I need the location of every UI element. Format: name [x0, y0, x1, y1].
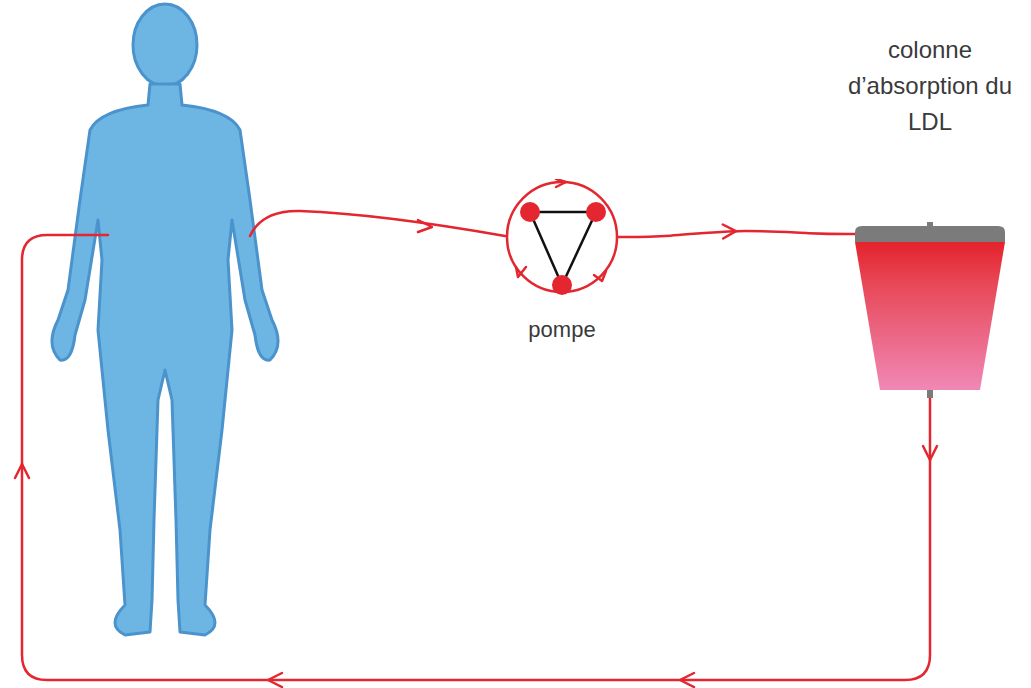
rotation-arrow: [556, 179, 566, 187]
body: [52, 84, 278, 635]
head: [133, 4, 197, 86]
column-node: colonne d’absorption du LDL: [845, 32, 1015, 400]
rotor-roller: [552, 275, 572, 295]
rotor-roller: [586, 202, 606, 222]
rotation-arrow: [516, 267, 526, 277]
flow-arrow: [418, 220, 432, 232]
ldl-column: [850, 222, 1010, 400]
column-body: [855, 242, 1005, 390]
rotor-roller: [520, 202, 540, 222]
pump-symbol: [504, 179, 620, 295]
outflow-tube: [250, 211, 505, 236]
column-cap: [855, 226, 1005, 242]
return-tube: [22, 235, 930, 680]
pump-node: pompe: [470, 179, 654, 346]
flow-arrow: [15, 464, 29, 478]
flow-arrow: [923, 446, 937, 460]
human-figure: [52, 4, 278, 635]
rotation-arrow: [594, 271, 606, 281]
pump-label: pompe: [470, 313, 654, 346]
column-outlet: [927, 390, 933, 398]
column-label: colonne d’absorption du LDL: [845, 32, 1015, 140]
column-inlet: [927, 222, 933, 227]
pump-rotor: [530, 212, 596, 285]
arrow-head: [723, 224, 736, 238]
flow-arrow: [680, 673, 694, 687]
flow-arrow: [268, 673, 282, 687]
